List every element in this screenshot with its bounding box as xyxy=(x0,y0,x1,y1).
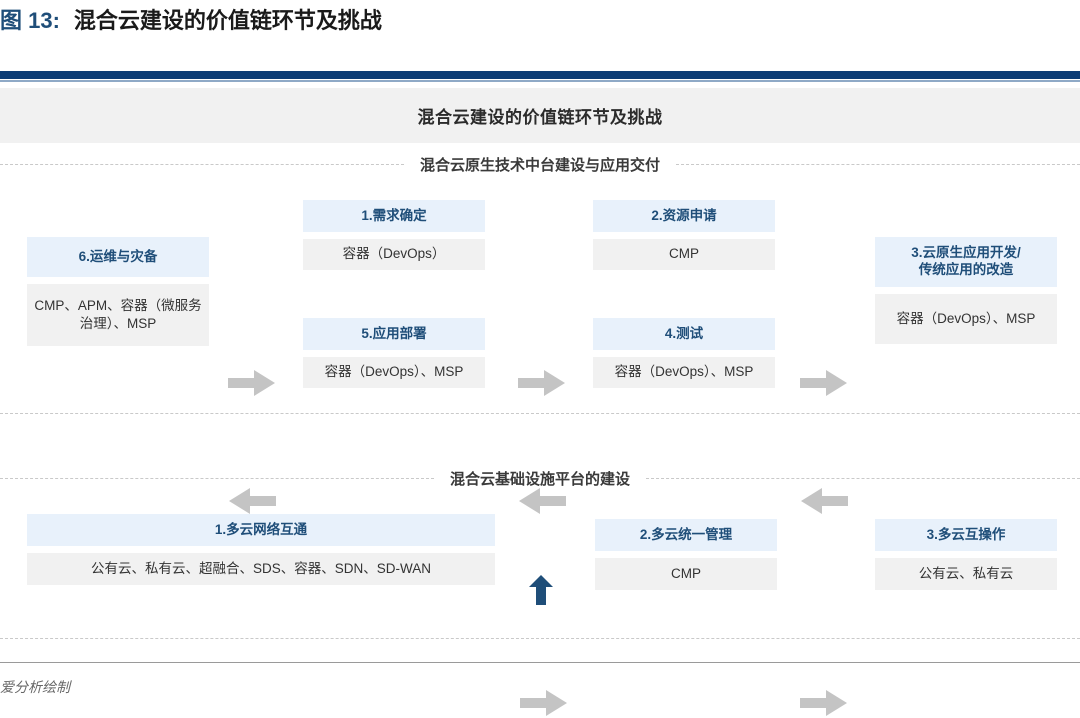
section-header-upper: 混合云原生技术中台建设与应用交付 xyxy=(0,151,1080,177)
flow-box-3-body: 容器（DevOps）、MSP xyxy=(875,294,1057,344)
figure-number: 图 13: xyxy=(0,8,60,33)
arrow-right-icon xyxy=(520,688,568,718)
flow-box-1[interactable]: 1.需求确定 容器（DevOps） xyxy=(303,200,485,270)
banner-title: 混合云建设的价值链环节及挑战 xyxy=(417,108,663,127)
section-label-lower: 混合云基础设施平台的建设 xyxy=(450,470,631,488)
arrow-left-icon xyxy=(800,486,848,516)
infra-box-2-title: 2.多云统一管理 xyxy=(595,519,777,551)
flow-box-2[interactable]: 2.资源申请 CMP xyxy=(593,200,775,270)
dotted-line-right xyxy=(646,477,1080,479)
flow-box-4-title: 4.测试 xyxy=(593,318,775,350)
dotted-line-left xyxy=(0,163,404,165)
flow-box-3[interactable]: 3.云原生应用开发/ 传统应用的改造 容器（DevOps）、MSP xyxy=(875,237,1057,344)
flow-box-5-body: 容器（DevOps）、MSP xyxy=(303,357,485,388)
arrow-right-icon xyxy=(800,368,848,398)
arrow-right-icon xyxy=(518,368,566,398)
source-note: 爱分析绘制 xyxy=(0,679,70,695)
chart-banner: 混合云建设的价值链环节及挑战 xyxy=(0,88,1080,143)
dotted-divider-mid xyxy=(0,413,1080,414)
flow-box-3-title: 3.云原生应用开发/ 传统应用的改造 xyxy=(875,237,1057,287)
dotted-line-right xyxy=(676,163,1080,165)
flow-box-6-title: 6.运维与灾备 xyxy=(27,237,209,277)
figure-title-text: 混合云建设的价值链环节及挑战 xyxy=(73,8,382,33)
arrow-left-icon xyxy=(228,486,276,516)
infra-box-3[interactable]: 3.多云互操作 公有云、私有云 xyxy=(875,519,1057,590)
arrow-right-icon xyxy=(228,368,276,398)
arrow-left-icon xyxy=(518,486,566,516)
flow-box-2-body: CMP xyxy=(593,239,775,270)
section-header-lower: 混合云基础设施平台的建设 xyxy=(0,465,1080,491)
page-title: 图 13: 混合云建设的价值链环节及挑战 xyxy=(0,4,1060,38)
dotted-line-left xyxy=(0,477,434,479)
flow-box-5[interactable]: 5.应用部署 容器（DevOps）、MSP xyxy=(303,318,485,388)
flow-box-6-body: CMP、APM、容器（微服务治理）、MSP xyxy=(27,284,209,346)
infra-box-2-body: CMP xyxy=(595,558,777,590)
arrow-up-icon xyxy=(528,575,554,605)
flow-box-1-title: 1.需求确定 xyxy=(303,200,485,232)
infra-box-3-body: 公有云、私有云 xyxy=(875,558,1057,590)
flow-box-6[interactable]: 6.运维与灾备 CMP、APM、容器（微服务治理）、MSP xyxy=(27,237,209,346)
flow-box-4[interactable]: 4.测试 容器（DevOps）、MSP xyxy=(593,318,775,388)
diagram-canvas: 混合云原生技术中台建设与应用交付 6.运维与灾备 CMP、APM、容器（微服务治… xyxy=(0,143,1080,716)
flow-box-4-body: 容器（DevOps）、MSP xyxy=(593,357,775,388)
infra-box-1-title: 1.多云网络互通 xyxy=(27,514,495,546)
flow-box-2-title: 2.资源申请 xyxy=(593,200,775,232)
infra-box-2[interactable]: 2.多云统一管理 CMP xyxy=(595,519,777,590)
header-rule-light xyxy=(0,80,1080,82)
dotted-divider-bottom xyxy=(0,638,1080,639)
footer-rule xyxy=(0,662,1080,663)
flow-box-1-body: 容器（DevOps） xyxy=(303,239,485,270)
arrow-right-icon xyxy=(800,688,848,718)
infra-box-3-title: 3.多云互操作 xyxy=(875,519,1057,551)
section-label-upper: 混合云原生技术中台建设与应用交付 xyxy=(420,156,661,174)
flow-box-5-title: 5.应用部署 xyxy=(303,318,485,350)
header-rule-dark xyxy=(0,71,1080,79)
infra-box-1[interactable]: 1.多云网络互通 公有云、私有云、超融合、SDS、容器、SDN、SD-WAN xyxy=(27,514,495,585)
infra-box-1-body: 公有云、私有云、超融合、SDS、容器、SDN、SD-WAN xyxy=(27,553,495,585)
